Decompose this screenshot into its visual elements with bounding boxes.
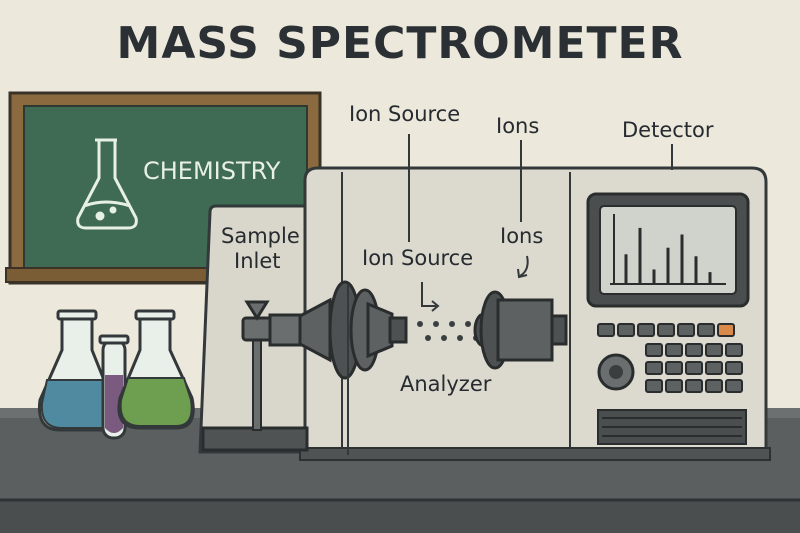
flask-drawing-icon <box>76 138 138 230</box>
analyzer-component <box>473 290 568 370</box>
page-title: MASS SPECTROMETER <box>116 18 684 69</box>
label-ions-mid: Ions <box>500 224 544 248</box>
ion-source-component <box>268 280 408 380</box>
keypad-button[interactable] <box>697 323 715 337</box>
keypad-button[interactable] <box>725 379 743 393</box>
vent-grille <box>597 409 747 445</box>
label-ions-top: Ions <box>496 114 540 138</box>
keypad-button[interactable] <box>597 323 615 337</box>
label-inlet: Inlet <box>234 249 281 273</box>
keypad-button[interactable] <box>685 343 703 357</box>
ion-source-arrow-icon <box>421 282 436 307</box>
control-panel <box>597 323 747 445</box>
keypad-button[interactable] <box>665 343 683 357</box>
keypad-button[interactable] <box>637 323 655 337</box>
label-ion-source-mid: Ion Source <box>362 246 474 270</box>
keypad-button[interactable] <box>725 361 743 375</box>
keypad-button[interactable] <box>665 379 683 393</box>
label-detector: Detector <box>622 118 714 142</box>
chalkboard-label: CHEMISTRY <box>143 157 281 185</box>
keypad-button[interactable] <box>685 379 703 393</box>
keypad-button[interactable] <box>705 361 723 375</box>
ions-arrow-icon <box>519 255 529 277</box>
keypad-button[interactable] <box>685 361 703 375</box>
keypad-button[interactable] <box>617 323 635 337</box>
arrowhead-icon <box>517 268 528 279</box>
keypad-button[interactable] <box>705 343 723 357</box>
keypad-button[interactable] <box>645 379 663 393</box>
spectrum-peaks <box>624 227 712 284</box>
keypad-button[interactable] <box>645 361 663 375</box>
label-analyzer: Analyzer <box>400 372 492 396</box>
keypad-button[interactable] <box>705 379 723 393</box>
callout-lines <box>347 134 673 455</box>
conical-flask-green <box>117 309 195 430</box>
label-sample: Sample <box>221 224 300 248</box>
keypad-button[interactable] <box>665 361 683 375</box>
keypad-button[interactable] <box>717 323 735 337</box>
keypad-button[interactable] <box>657 323 675 337</box>
arrowhead-icon <box>431 300 440 312</box>
label-ion-source-top: Ion Source <box>349 102 461 126</box>
sample-stand <box>201 300 309 452</box>
keypad-button[interactable] <box>677 323 695 337</box>
keypad-button[interactable] <box>725 343 743 357</box>
detector-screen <box>586 192 750 308</box>
keypad-button[interactable] <box>645 343 663 357</box>
funnel-icon <box>244 300 270 321</box>
